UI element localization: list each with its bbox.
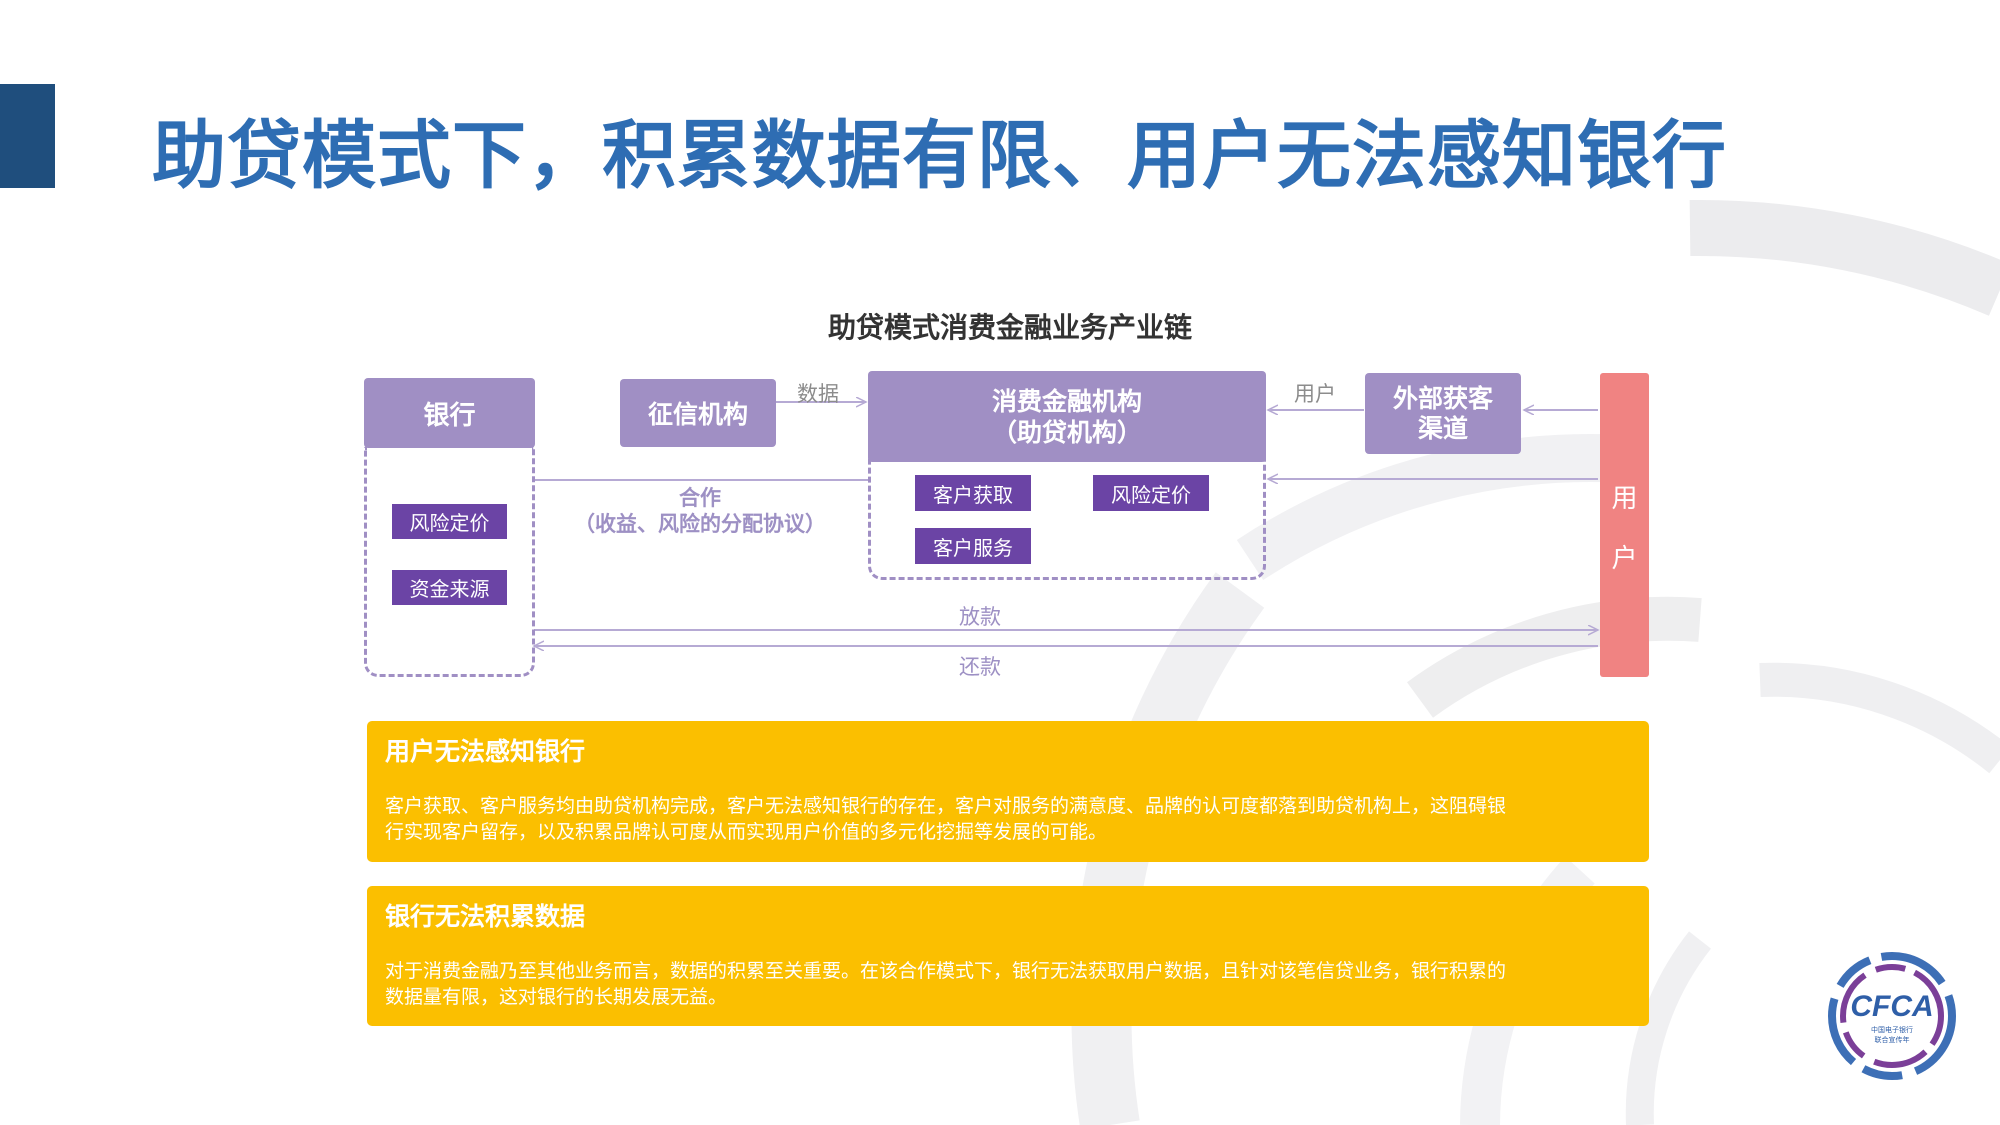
consumer-finance-label-line1: 消费金融机构	[991, 386, 1142, 416]
bank-node: 银行	[364, 378, 535, 448]
bank-function-risk-pricing: 风险定价	[392, 504, 507, 539]
consumer-finance-dashed-frame	[868, 455, 1266, 580]
external-channel-label-line2: 渠道	[1417, 413, 1468, 443]
info-box-bank-no-data-body-line1: 对于消费金融乃至其他业务而言，数据的积累至关重要。在该合作模式下，银行无法获取用…	[385, 960, 1507, 982]
data-label: 数据	[797, 382, 839, 406]
user-flow-label: 用户	[1294, 382, 1336, 406]
user-char-1: 用	[1611, 484, 1638, 514]
credit-bureau-node: 征信机构	[620, 379, 776, 447]
bank-label: 银行	[423, 400, 476, 431]
cfca-logo-caption-2: 联合宣传年	[1875, 1035, 1910, 1044]
cooperation-label-line2: （收益、风险的分配协议）	[574, 512, 826, 536]
consumer-function-risk-pricing: 风险定价	[1093, 475, 1209, 511]
info-box-bank-no-data: 银行无法积累数据 对于消费金融乃至其他业务而言，数据的积累至关重要。在该合作模式…	[367, 886, 1649, 1026]
consumer-finance-node: 消费金融机构 （助贷机构）	[868, 371, 1266, 462]
page-title: 助贷模式下，积累数据有限、用户无法感知银行	[152, 113, 1727, 199]
info-box-user-unaware-title: 用户无法感知银行	[385, 737, 586, 766]
repay-label: 还款	[959, 655, 1001, 679]
user-node: 用 户	[1600, 373, 1649, 677]
bank-function-fund-source: 资金来源	[392, 570, 507, 605]
info-box-user-unaware-body-line1: 客户获取、客户服务均由助贷机构完成，客户无法感知银行的存在，客户对服务的满意度、…	[385, 795, 1507, 817]
info-box-bank-no-data-body-line2: 数据量有限，这对银行的长期发展无益。	[385, 986, 728, 1008]
credit-bureau-label: 征信机构	[647, 400, 748, 429]
cfca-logo-caption-1: 中国电子银行	[1871, 1025, 1913, 1034]
cfca-logo: CFCA 中国电子银行 联合宣传年	[1828, 952, 1956, 1080]
info-box-bank-no-data-title: 银行无法积累数据	[385, 902, 586, 931]
loan-label: 放款	[959, 605, 1001, 629]
consumer-function-customer-service: 客户服务	[915, 528, 1031, 564]
diagram-title: 助贷模式消费金融业务产业链	[827, 311, 1192, 344]
info-box-bank-no-data-body: 对于消费金融乃至其他业务而言，数据的积累至关重要。在该合作模式下，银行无法获取用…	[385, 958, 1629, 1010]
external-channel-node: 外部获客 渠道	[1365, 373, 1521, 454]
title-accent-bar	[0, 84, 55, 188]
cfca-logo-text: CFCA	[1850, 990, 1933, 1023]
consumer-function-customer-acquisition: 客户获取	[915, 475, 1031, 511]
external-channel-label-line1: 外部获客	[1392, 383, 1493, 413]
cooperation-label-line1: 合作	[679, 486, 721, 510]
user-char-2: 户	[1611, 544, 1638, 574]
consumer-finance-label-line2: （助贷机构）	[991, 417, 1142, 447]
info-box-user-unaware-body-line2: 行实现客户留存，以及积累品牌认可度从而实现用户价值的多元化挖掘等发展的可能。	[385, 821, 1108, 843]
cooperation-label: 合作 （收益、风险的分配协议）	[560, 485, 840, 537]
bank-dashed-frame	[364, 447, 535, 677]
info-box-user-unaware-body: 客户获取、客户服务均由助贷机构完成，客户无法感知银行的存在，客户对服务的满意度、…	[385, 793, 1629, 845]
info-box-user-unaware: 用户无法感知银行 客户获取、客户服务均由助贷机构完成，客户无法感知银行的存在，客…	[367, 721, 1649, 862]
